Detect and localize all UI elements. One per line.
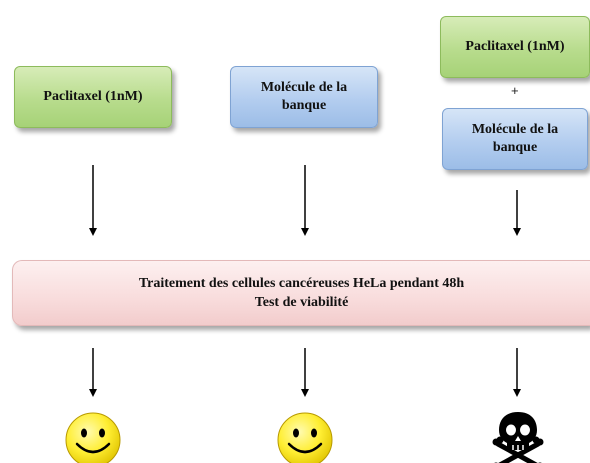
treatment-line2: Test de viabilité [254,295,349,310]
smiley-face-icon-middle [277,412,333,463]
skull-crossbones-icon [492,412,544,463]
molecule-label-right-line2: banque [492,140,538,155]
molecule-label-right-line1: Molécule de la [471,122,559,137]
paclitaxel-box-right: Paclitaxel (1nM) [440,16,590,78]
plus-sign: + [511,83,519,98]
molecule-label-middle-line2: banque [281,98,327,113]
treatment-line1: Traitement des cellules cancéreuses HeLa… [138,276,465,291]
molecule-box-right: Molécule de la banque [442,108,588,170]
smiley-face-icon-left [65,412,121,463]
paclitaxel-label-right: Paclitaxel (1nM) [465,39,565,54]
molecule-label-middle-line1: Molécule de la [260,80,348,95]
paclitaxel-label-left: Paclitaxel (1nM) [43,89,143,104]
paclitaxel-box-left: Paclitaxel (1nM) [14,66,172,128]
treatment-box: Traitement des cellules cancéreuses HeLa… [12,260,590,326]
molecule-box-middle: Molécule de la banque [230,66,378,128]
